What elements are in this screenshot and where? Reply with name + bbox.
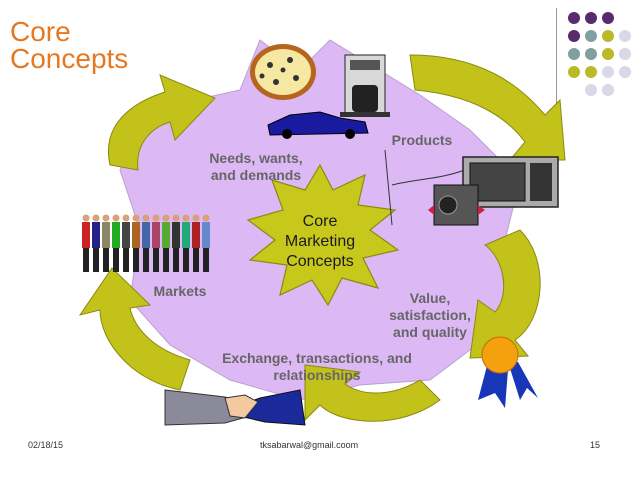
car-icon [267, 111, 369, 139]
cycle-arrows [78, 54, 566, 422]
microwave-icon [462, 156, 559, 208]
label-products: Products [391, 132, 453, 148]
divider-line [556, 8, 557, 110]
decor-dot [568, 30, 580, 42]
person-figure [142, 214, 150, 272]
decor-dot [602, 12, 614, 24]
person-figure [112, 214, 120, 272]
decor-dot [585, 12, 597, 24]
decor-dot [568, 12, 580, 24]
center-label: Core Marketing Concepts [284, 213, 356, 270]
decor-dot [585, 84, 597, 96]
arrow-bottom-left [78, 267, 191, 391]
decor-dot [619, 48, 631, 60]
person-figure [202, 214, 210, 272]
person-figure [182, 214, 190, 272]
arrow-top-left [107, 74, 216, 171]
decor-dot [602, 66, 614, 78]
label-exchange: Exchange, transactions, and relationship… [222, 350, 412, 383]
decor-dot [619, 66, 631, 78]
product-connectors [384, 149, 471, 226]
person-figure [122, 214, 130, 272]
person-figure [162, 214, 170, 272]
arrow-bottom [304, 364, 441, 422]
title-line-1: Core [10, 16, 71, 47]
footer-page: 15 [590, 440, 601, 450]
decor-dot [585, 66, 597, 78]
person-figure [92, 214, 100, 272]
person-figure [172, 214, 180, 272]
footer-date: 02/18/15 [28, 440, 64, 450]
people-icon [82, 214, 210, 272]
handshake-icon [164, 389, 306, 426]
cd-player-icon [428, 184, 485, 226]
decor-dot [568, 48, 580, 60]
ribbon-icon [478, 336, 538, 408]
decor-dot [585, 48, 597, 60]
person-figure [82, 214, 90, 272]
person-figure [152, 214, 160, 272]
decor-dots [568, 12, 631, 96]
arrow-top-right [409, 54, 566, 161]
label-needs: Needs, wants, and demands [209, 150, 303, 183]
person-figure [132, 214, 140, 272]
center-star [246, 163, 400, 307]
decor-dot [602, 48, 614, 60]
decor-dot [619, 30, 631, 42]
decor-dot [602, 30, 614, 42]
label-value: Value, satisfaction, and quality [389, 290, 471, 340]
pizza-icon [250, 44, 316, 100]
person-figure [192, 214, 200, 272]
decor-dot [568, 66, 580, 78]
label-markets: Markets [153, 283, 207, 299]
slide-title: Core Concepts [10, 16, 129, 74]
decor-dot [602, 84, 614, 96]
decor-dot [585, 30, 597, 42]
title-line-2: Concepts [10, 43, 129, 74]
coffee-maker-icon [340, 54, 390, 117]
person-figure [102, 214, 110, 272]
footer-email: tksabarwal@gmail.coom [260, 440, 359, 450]
